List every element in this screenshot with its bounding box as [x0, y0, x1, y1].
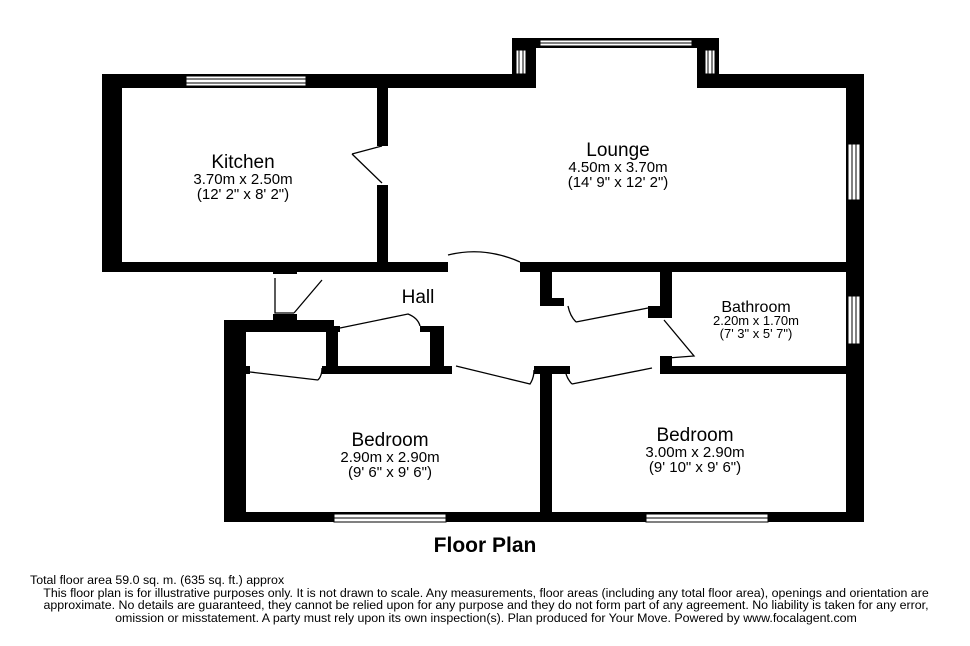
total-floor-area: Total floor area 59.0 sq. m. (635 sq. ft…	[30, 573, 285, 587]
interior-walls	[102, 88, 864, 516]
room-lounge: Lounge 4.50m x 3.70m (14' 9" x 12' 2")	[568, 140, 669, 191]
door-store	[567, 305, 649, 323]
bathroom-imperial: (7' 3" x 5' 7")	[720, 326, 793, 341]
bedroom-1-name: Bedroom	[351, 430, 428, 451]
door-bedroom-hall	[455, 365, 535, 385]
kitchen-metric: 3.70m x 2.50m	[193, 171, 292, 188]
window-bay-left	[515, 49, 527, 75]
lounge-imperial: (14' 9" x 12' 2")	[568, 174, 669, 191]
window-bedroom-right	[645, 513, 769, 523]
bedroom-2-metric: 3.00m x 2.90m	[645, 444, 744, 461]
plan-title: Floor Plan	[433, 534, 537, 557]
window-bathroom	[847, 295, 861, 345]
room-bathroom: Bathroom 2.20m x 1.70m (7' 3" x 5' 7")	[713, 299, 799, 341]
bedroom-1-metric: 2.90m x 2.90m	[340, 449, 439, 466]
plan-footer: Total floor area 59.0 sq. m. (635 sq. ft…	[30, 574, 942, 624]
window-lounge-side	[847, 143, 861, 201]
exterior-walls	[102, 38, 864, 522]
doors	[249, 145, 696, 385]
room-bedroom-1: Bedroom 2.90m x 2.90m (9' 6" x 9' 6")	[340, 430, 439, 481]
door-kitchen-lounge	[351, 145, 383, 184]
door-bedroom-left	[249, 367, 323, 381]
lounge-metric: 4.50m x 3.70m	[568, 159, 667, 176]
bedroom-2-imperial: (9' 10" x 9' 6")	[649, 459, 741, 476]
kitchen-imperial: (12' 2" x 8' 2")	[197, 186, 289, 203]
bedroom-2-name: Bedroom	[656, 425, 733, 446]
door-bedroom-right	[565, 367, 653, 385]
hall-name: Hall	[402, 287, 435, 308]
door-bathroom	[663, 319, 696, 359]
room-hall: Hall	[402, 287, 435, 308]
window-bedroom-left	[333, 513, 447, 523]
bedroom-1-imperial: (9' 6" x 9' 6")	[348, 464, 432, 481]
door-hall-lounge	[447, 251, 521, 263]
window-bay-front	[539, 39, 693, 47]
kitchen-name: Kitchen	[211, 152, 274, 173]
door-cupboard	[339, 313, 421, 329]
disclaimer-text: This floor plan is for illustrative purp…	[43, 585, 929, 625]
door-front	[274, 278, 323, 314]
lounge-name: Lounge	[586, 140, 649, 161]
floor-plan-drawing: Kitchen 3.70m x 2.50m (12' 2" x 8' 2") L…	[102, 38, 864, 523]
room-kitchen: Kitchen 3.70m x 2.50m (12' 2" x 8' 2")	[193, 152, 292, 203]
window-kitchen	[185, 75, 307, 87]
room-bedroom-2: Bedroom 3.00m x 2.90m (9' 10" x 9' 6")	[645, 425, 744, 476]
bathroom-name: Bathroom	[721, 299, 790, 316]
windows	[185, 39, 861, 523]
bathroom-metric: 2.20m x 1.70m	[713, 313, 799, 328]
window-bay-right	[704, 49, 716, 75]
